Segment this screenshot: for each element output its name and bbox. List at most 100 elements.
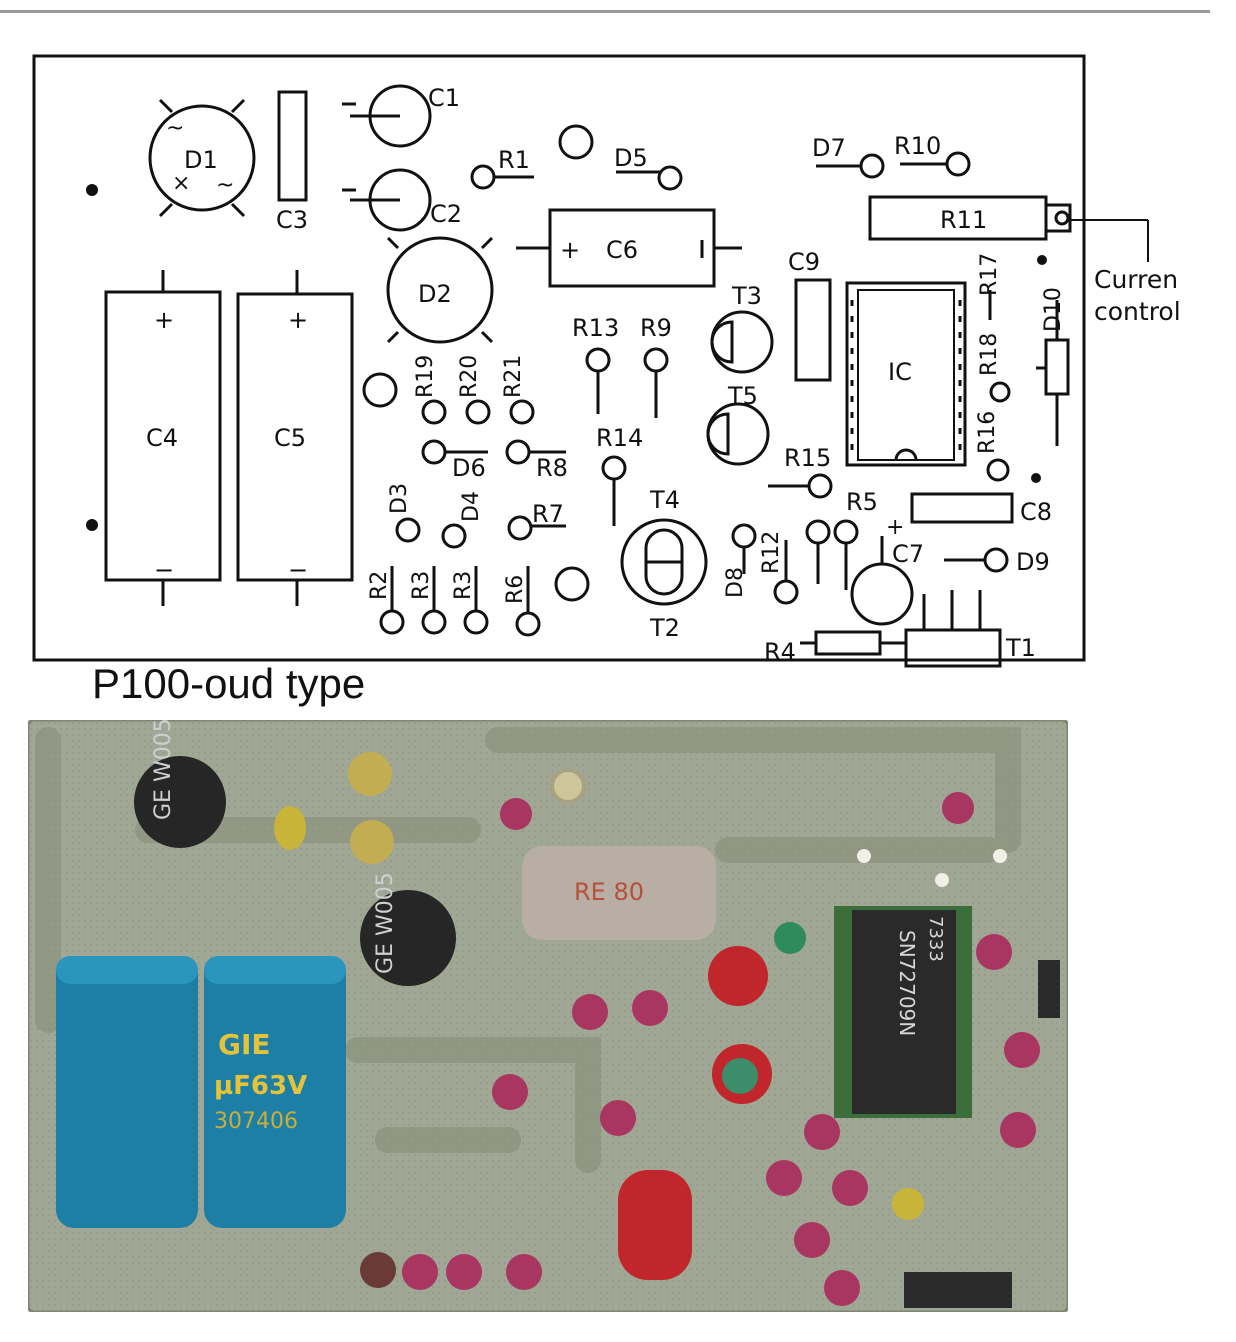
r13-resistor: R13 [572,314,619,414]
hole [362,372,398,408]
c6-photo: RE 80 [522,846,716,940]
c6-label: C6 [606,236,638,264]
r7-resistor: R7 [507,500,566,541]
ic-photo: 7333 SN72709N [834,906,972,1118]
d3-diode: D3 [387,483,421,543]
r14-resistor: R14 [596,424,643,526]
svg-text:+: + [154,306,174,334]
c1-photo [348,752,392,796]
t1-photo [904,1272,1012,1308]
svg-text:7333: 7333 [925,916,946,962]
c7-label: C7 [892,540,924,568]
r18-label: R18 [977,333,1002,376]
current-control-label-2: control [1094,297,1181,326]
c5-photo: GIE µF63V 307406 [204,956,346,1228]
d1-bridge-photo: GE W005 [134,720,226,848]
c3-photo [274,806,306,850]
r6-label: R6 [503,575,528,604]
r6-resistor: R6 [503,566,541,637]
r8-resistor: R8 [505,439,568,482]
t5-label: T5 [727,382,758,410]
d1-bridge-rectifier: D1 ~ ~ × [148,98,256,218]
svg-text:+: + [560,236,580,264]
r4-resistor: R4 [764,630,906,666]
r13-label: R13 [572,314,619,342]
mounting-hole [86,519,98,531]
r9-label: R9 [640,314,672,342]
t2-label: T2 [649,614,680,642]
mounting-hole [1031,473,1041,483]
r12-label: R12 [759,531,784,574]
svg-text:×: × [172,171,190,196]
ic-socket: IC [845,281,967,467]
r19-label: R19 [413,355,438,398]
r11-label: R11 [940,206,987,234]
d7-diode: D7 [812,134,885,179]
r3-resistor-a: R3 [409,566,447,635]
r21-resistor: R21 [501,355,535,425]
d10-photo [1038,960,1060,1018]
svg-text:−: − [154,556,174,584]
r4-label: R4 [764,638,796,666]
t5-transistor: T5 [706,382,770,466]
hole [554,566,590,602]
d10-label: D10 [1041,287,1066,332]
c1-capacitor: C1 [342,84,460,148]
svg-text:SN72709N: SN72709N [895,930,919,1036]
c1-label: C1 [428,84,460,112]
c2-capacitor: C2 [342,168,462,232]
c4-label: C4 [146,424,178,452]
r14-label: R14 [596,424,643,452]
svg-text:−: − [288,556,308,584]
d2-bridge-photo: GE W005 [360,872,456,986]
c8-capacitor: C8 [910,492,1052,526]
d8-diode: D8 [723,523,757,598]
t4-t2-transistor-pair: T4 T2 [620,486,708,642]
r16-label: R16 [975,411,1000,454]
d8-label: D8 [723,567,748,598]
mounting-hole [1037,255,1047,265]
c8-label: C8 [1020,498,1052,526]
r1-resistor: R1 [470,146,534,190]
c2-photo [350,820,394,864]
c6-capacitor: + C6 [516,208,742,288]
svg-text:307406: 307406 [214,1109,298,1134]
c4-capacitor: + − C4 [104,270,222,606]
r11-trimmer: R11 [868,195,1149,262]
component-layout-diagram: D1 ~ ~ × C3 C1 C2 D2 + − C4 [32,54,1181,668]
d1-label: D1 [184,146,218,174]
d4-label: D4 [459,491,484,522]
c7-capacitor: + C7 [850,515,924,626]
c4-photo [56,956,198,1228]
r20-label: R20 [457,355,482,398]
t3-transistor: T3 [710,282,774,374]
r9-resistor: R9 [640,314,672,418]
t3-trimmer-photo [708,946,768,1006]
d5-diode: D5 [614,144,683,191]
r5-label: R5 [846,488,878,516]
c9-capacitor: C9 [788,248,832,382]
r20-resistor: R20 [457,355,491,425]
r12-resistor: R12 [759,531,799,605]
c5-label: C5 [274,424,306,452]
hole [558,124,594,160]
t3-label: T3 [731,282,762,310]
c3-label: C3 [276,206,308,234]
d6-label: D6 [452,454,486,482]
d2-label: D2 [418,280,452,308]
top-rule [0,10,1210,13]
c5-capacitor: + − C5 [236,270,354,606]
board-type-caption: P100-oud type [92,660,366,707]
t1-label: T1 [1005,634,1036,662]
r17-label: R17 [977,253,1002,296]
svg-text:µF63V: µF63V [214,1071,307,1101]
d9-diode: D9 [944,547,1050,576]
r21-label: R21 [501,355,526,398]
r15-resistor: R15 [768,444,833,499]
c9-photo [774,922,806,954]
svg-text:~: ~ [216,173,234,198]
r8-label: R8 [536,454,568,482]
r7-label: R7 [532,500,564,528]
ic-label: IC [888,358,912,386]
r19-resistor: R19 [413,355,447,425]
